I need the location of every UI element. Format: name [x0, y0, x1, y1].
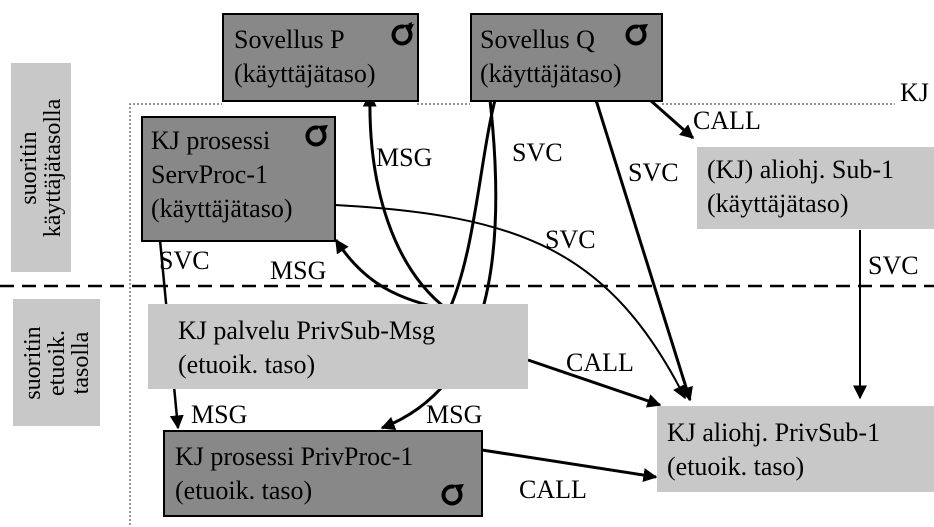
side-label-user-line1: suoritin	[16, 130, 42, 205]
box-privsub-msg: KJ palvelu PrivSub-Msg (etuoik. taso)	[148, 304, 528, 389]
arrow-svc-servproc-privsub1	[334, 204, 686, 400]
arrow-call-privsubmsg-privsub1	[527, 358, 662, 408]
corner-label: KJ	[900, 78, 929, 107]
label-msg-to-servproc: MSG	[270, 256, 327, 285]
box-app-p: Sovellus P (käyttäjätaso)	[222, 13, 419, 102]
box-app-p-line2: (käyttäjätaso)	[234, 59, 376, 88]
box-sub1-user-line2: (käyttäjätaso)	[707, 189, 849, 218]
label-svc-q-down: SVC	[512, 138, 563, 167]
arrow-svc-q-hub	[448, 99, 497, 309]
side-label-user-line2: käyttäjätasolla	[40, 98, 66, 237]
box-privproc-line1: KJ prosessi PrivProc-1	[175, 442, 414, 471]
cycle-icon	[391, 22, 414, 46]
label-call-privsub-msg: CALL	[566, 348, 634, 377]
side-label-priv-line2: etuoik.	[43, 329, 70, 396]
box-app-p-line1: Sovellus P	[234, 25, 345, 54]
label-svc-servproc-down: SVC	[159, 246, 210, 275]
box-privproc-line2: (etuoik. taso)	[175, 476, 313, 505]
side-label-priv-level: suoritin etuoik. tasolla	[13, 299, 100, 426]
label-call-privproc: CALL	[519, 475, 587, 504]
box-privsub1-line1: KJ aliohj. PrivSub-1	[667, 418, 881, 447]
arrow-call-q-sub1	[649, 98, 695, 140]
side-label-priv-line1: suoritin	[19, 325, 46, 400]
cycle-icon	[441, 483, 464, 506]
box-sub1-user-line1: (KJ) aliohj. Sub-1	[707, 155, 895, 184]
label-svc-sub1: SVC	[868, 251, 919, 280]
arrow-svc-q-privsub1	[594, 99, 693, 402]
box-servproc-line3: (käyttäjätaso)	[151, 194, 293, 223]
box-servproc: KJ prosessi ServProc-1 (käyttäjätaso)	[141, 116, 336, 242]
label-call-q-sub1: CALL	[693, 106, 761, 135]
arrow-msg-to-servproc	[334, 238, 449, 312]
label-svc-servproc: SVC	[545, 225, 596, 254]
box-privproc: KJ prosessi PrivProc-1 (etuoik. taso)	[163, 430, 483, 517]
label-msg-to-p: MSG	[376, 143, 433, 172]
label-svc-q-right: SVC	[628, 158, 679, 187]
side-label-user-level: suoritin käyttäjätasolla	[11, 63, 71, 272]
arrow-msg-to-p	[362, 92, 449, 312]
cycle-icon	[305, 124, 328, 147]
label-msg-to-privproc-right: MSG	[426, 400, 483, 429]
box-privsub-msg-line2: (etuoik. taso)	[178, 350, 316, 379]
user-region-border	[129, 103, 895, 525]
box-sub1-user: (KJ) aliohj. Sub-1 (käyttäjätaso)	[697, 147, 934, 229]
arrow-call-privproc-privsub1	[481, 448, 658, 482]
box-servproc-line1: KJ prosessi	[151, 126, 271, 155]
box-privsub-msg-line1: KJ palvelu PrivSub-Msg	[178, 316, 436, 345]
side-label-priv-line3: tasolla	[67, 331, 94, 394]
box-app-q-line1: Sovellus Q	[480, 25, 595, 54]
box-app-q-line2: (käyttäjätaso)	[480, 59, 622, 88]
box-privsub1: KJ aliohj. PrivSub-1 (etuoik. taso)	[657, 406, 934, 492]
box-privsub1-line2: (etuoik. taso)	[667, 452, 805, 481]
box-servproc-line2: ServProc-1	[151, 160, 268, 189]
cycle-icon	[625, 23, 648, 46]
label-msg-to-privproc-left: MSG	[191, 400, 248, 429]
